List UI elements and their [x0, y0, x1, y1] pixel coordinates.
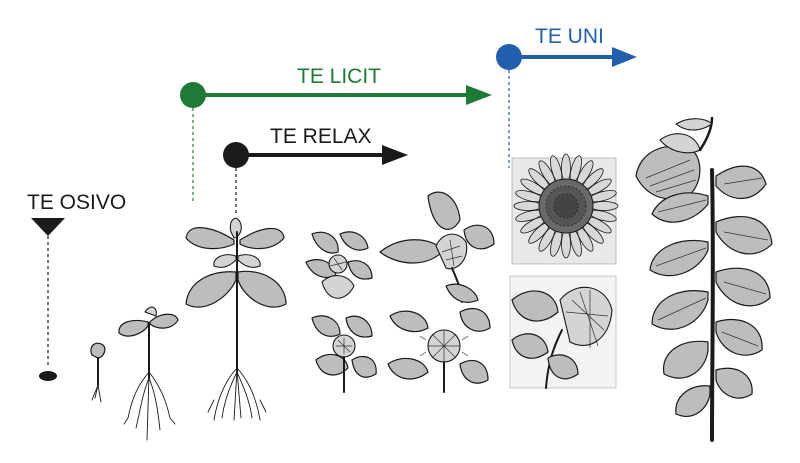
arrow-head: [466, 85, 492, 105]
mature-sunflower-illustration: [635, 116, 773, 442]
stage-label-te-relax: TE RELAX: [270, 125, 372, 148]
start-dot: [496, 44, 522, 70]
bud-stage-illustration-1: [305, 231, 373, 299]
stage-te-relax: TE RELAX: [223, 125, 408, 216]
petal: [589, 201, 619, 211]
flower-head-illustration: [511, 153, 619, 265]
start-dot: [223, 142, 249, 168]
flower-petals: [513, 153, 619, 259]
young-plant-illustration: [185, 217, 287, 421]
stage-te-licit: TE LICIT: [180, 65, 492, 203]
down-triangle-marker: [31, 218, 65, 236]
bud-stage-illustration-3: [311, 315, 377, 393]
germinating-seed-illustration: [90, 342, 106, 403]
stage-label-te-osivo: TE OSIVO: [27, 191, 126, 214]
stage-label-te-uni: TE UNI: [535, 25, 604, 48]
arrow-head: [382, 145, 408, 165]
seedling-illustration: [118, 306, 179, 441]
stage-label-te-licit: TE LICIT: [297, 65, 381, 88]
arrow-head: [612, 47, 637, 67]
bud-stage-illustration-4: [387, 307, 491, 393]
stage-te-uni: TE UNI: [496, 25, 637, 168]
flower-side-illustration: [509, 275, 617, 389]
petal: [513, 201, 543, 211]
seed-illustration: [39, 371, 57, 381]
bud-stage-illustration-2: [379, 191, 495, 303]
petal: [561, 153, 571, 183]
petal: [561, 229, 571, 259]
start-dot: [180, 82, 206, 108]
stage-te-osivo: TE OSIVO: [27, 191, 126, 366]
